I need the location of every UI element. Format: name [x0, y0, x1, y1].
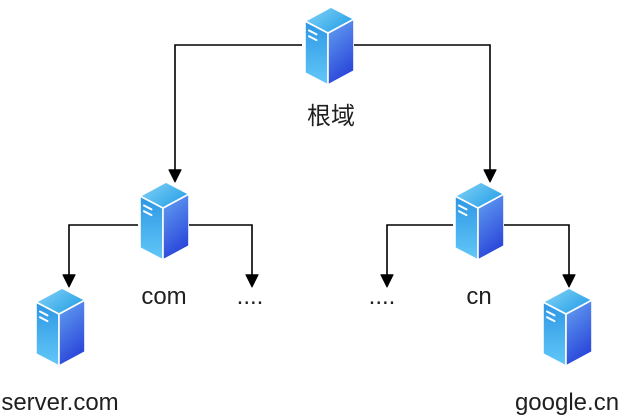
- server-icon-google-cn: [540, 288, 592, 368]
- edge-cn-to-others: [380, 224, 453, 288]
- edge-root-to-com: [168, 44, 302, 183]
- label-root-domain: 根域: [307, 103, 355, 130]
- edge-com-to-server-com: [62, 224, 138, 288]
- label-google-cn: google.cn: [514, 389, 620, 416]
- label-com-others: ....: [236, 283, 264, 310]
- label-cn-others: ....: [368, 283, 396, 310]
- server-icon-root: [302, 7, 354, 87]
- edge-root-to-cn: [354, 44, 497, 183]
- edge-cn-to-google-cn: [503, 224, 576, 288]
- server-icon-cn: [452, 182, 504, 262]
- edge-com-to-others: [188, 224, 259, 288]
- label-com: com: [141, 283, 187, 310]
- label-server-com: server.com: [1, 389, 119, 416]
- server-icon-server-com: [33, 288, 85, 368]
- label-cn: cn: [466, 283, 492, 310]
- server-icon-com: [137, 182, 189, 262]
